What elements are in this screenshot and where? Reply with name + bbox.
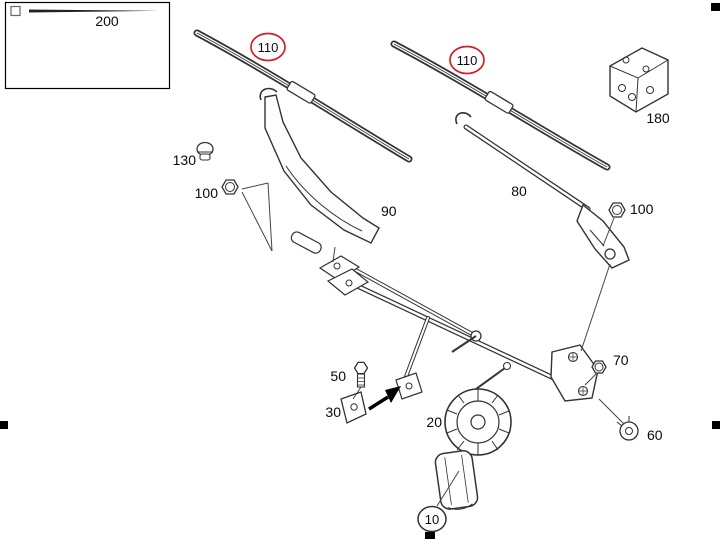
callout-blade-right[interactable]: 110 bbox=[449, 45, 485, 75]
grommet-drawing: 60 bbox=[616, 416, 663, 443]
part-label-20: 20 bbox=[426, 414, 442, 430]
part-label-100-right: 100 bbox=[630, 201, 654, 217]
legend-strip-drawing bbox=[29, 9, 159, 13]
connector-block-drawing: 180 bbox=[609, 47, 670, 126]
nut-linkage-drawing: 70 bbox=[591, 352, 629, 374]
part-label-30: 30 bbox=[325, 404, 341, 420]
linkage-frame-drawing bbox=[318, 255, 599, 402]
callout-assembly[interactable]: 10 bbox=[417, 505, 447, 533]
part-label-80: 80 bbox=[511, 183, 527, 199]
part-label-200: 200 bbox=[95, 13, 119, 29]
part-label-130: 130 bbox=[173, 152, 197, 168]
leader-lines bbox=[241, 182, 625, 507]
callout-circle-icon[interactable] bbox=[250, 32, 286, 62]
callout-blade-left[interactable]: 110 bbox=[250, 32, 286, 62]
bracket-drawing: 30 bbox=[325, 386, 401, 424]
part-label-180: 180 bbox=[646, 110, 670, 126]
wiper-arm-right-drawing: 80 bbox=[455, 112, 630, 269]
nut-arm-left-drawing: 100 bbox=[195, 179, 239, 201]
legend-box: 200 bbox=[4, 1, 171, 90]
nut-arm-right-drawing: 100 bbox=[608, 201, 654, 218]
part-label-50: 50 bbox=[330, 368, 346, 384]
part-label-90: 90 bbox=[381, 203, 397, 219]
bolt-drawing: 50 bbox=[330, 361, 369, 388]
legend-square-icon bbox=[10, 5, 21, 17]
callout-circle-icon[interactable] bbox=[449, 45, 485, 75]
wiper-blade-right-drawing bbox=[390, 40, 611, 171]
wiper-motor-drawing: 20 bbox=[426, 361, 512, 510]
wiper-arm-left-drawing: 90 bbox=[259, 87, 397, 254]
callout-circle-icon[interactable] bbox=[417, 505, 447, 533]
part-label-100-left: 100 bbox=[195, 185, 219, 201]
cap-drawing: 130 bbox=[173, 141, 214, 168]
pointer-arrowhead-icon bbox=[385, 386, 401, 403]
wiper-blade-left-drawing bbox=[193, 29, 413, 163]
pointer-arrow-icon bbox=[368, 395, 389, 411]
part-label-110-right[interactable]: 110 bbox=[457, 53, 478, 68]
part-label-110-left[interactable]: 110 bbox=[258, 40, 279, 55]
part-label-60: 60 bbox=[647, 427, 663, 443]
crop-marks bbox=[0, 3, 720, 539]
part-label-10[interactable]: 10 bbox=[425, 512, 439, 527]
part-label-70: 70 bbox=[613, 352, 629, 368]
